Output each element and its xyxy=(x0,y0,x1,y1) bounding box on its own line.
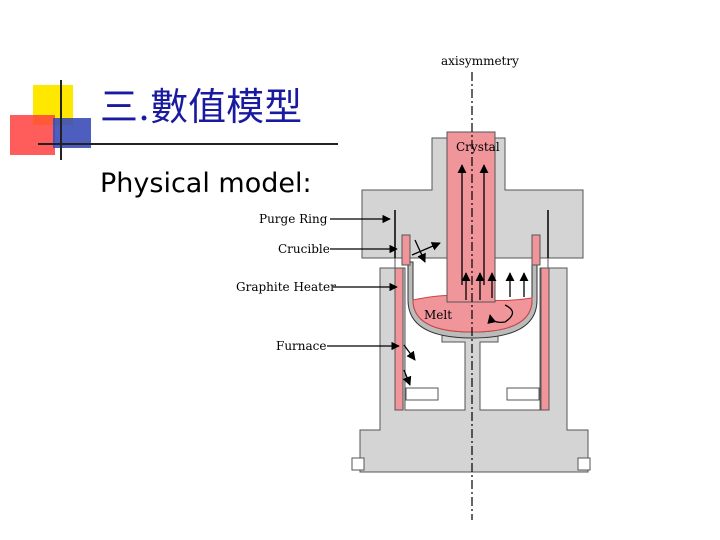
heater-right xyxy=(540,267,550,411)
slide-subtitle: Physical model: xyxy=(100,168,312,199)
slide-title: 三.數值模型 xyxy=(100,85,303,129)
decor-horizontal-line xyxy=(38,143,338,145)
furnace-label: Furnace xyxy=(276,339,327,353)
heater-right-upper xyxy=(531,234,541,266)
crystal-rod xyxy=(446,131,496,303)
crystal-label: Crystal xyxy=(456,140,500,154)
foot-right xyxy=(577,457,591,471)
axis-label: axisymmetry xyxy=(441,54,519,68)
foot-left xyxy=(351,457,365,471)
graphite-heater-label: Graphite Heater xyxy=(236,280,336,294)
heater-left-upper xyxy=(401,234,411,266)
crucible-label: Crucible xyxy=(278,242,330,256)
heater-left xyxy=(394,267,404,411)
vent-left xyxy=(405,387,439,401)
decor-vertical-line xyxy=(60,80,62,160)
callout-leaders xyxy=(327,214,400,351)
melt-label: Melt xyxy=(424,308,452,322)
decor-red-square xyxy=(10,115,55,155)
flow-arrows xyxy=(402,164,529,386)
purge-ring-label: Purge Ring xyxy=(259,212,328,226)
vent-right xyxy=(506,387,540,401)
